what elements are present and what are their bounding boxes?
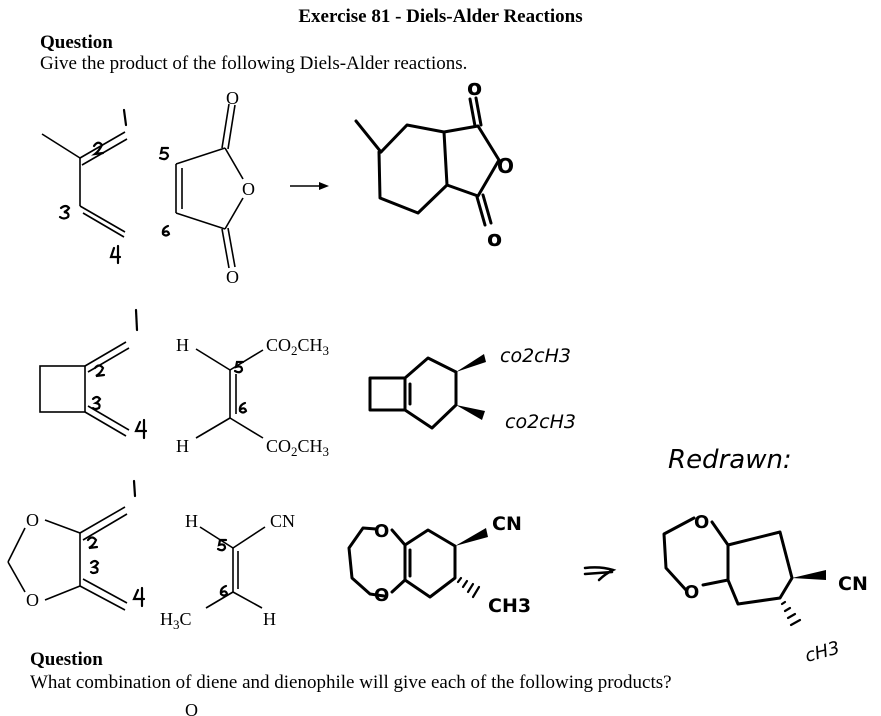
question-prompt-1: Give the product of the following Diels-…	[40, 53, 468, 74]
reaction-3: O O H CN H3C H O	[7, 479, 868, 667]
redrawn-cn-label: CN	[838, 573, 868, 595]
question-heading-1: Question	[40, 32, 113, 53]
question-heading-2: Question	[30, 649, 103, 670]
redrawn-ch3-label: cH3	[803, 638, 842, 667]
dimethyl-maleate-h-top: H	[176, 335, 189, 355]
dimethyl-maleate-h-bottom: H	[176, 436, 189, 456]
reaction-1: O O O o O o	[41, 76, 514, 287]
redrawn-product-structure	[662, 516, 794, 606]
hash-bond-ch3	[456, 576, 481, 599]
handwritten-numbers-1b	[158, 146, 171, 237]
handwritten-numbers-3b	[216, 538, 229, 597]
maleic-anhydride-o-ring: O	[242, 179, 255, 199]
cutoff-structure-o: O	[185, 700, 198, 716]
product-1-o-ring: O	[497, 154, 514, 178]
diene-3-o-top: O	[26, 510, 39, 530]
methylenedioxy-diene-structure	[7, 506, 128, 611]
diene-3-o-bottom: O	[26, 590, 39, 610]
question-prompt-2: What combination of diene and dienophile…	[30, 672, 672, 693]
reaction-arrow-1	[290, 182, 329, 190]
product-2-ester-top-label: co2cH3	[500, 345, 571, 367]
maleic-anhydride-o-top: O	[226, 88, 239, 108]
crotononitrile-h3c: H3C	[160, 609, 192, 632]
product-1-o-bottom: o	[487, 227, 502, 252]
handwritten-numbers-3	[86, 479, 146, 608]
product-1-structure	[354, 96, 501, 227]
redrawn-label: Redrawn:	[668, 445, 792, 475]
dimethylenecyclobutane-structure	[39, 341, 130, 437]
wedge-bond-ester-top	[456, 354, 486, 372]
redrawn-o-top: O	[694, 512, 709, 533]
product-2-ester-bottom-label: co2cH3	[505, 411, 576, 433]
crotononitrile-cn: CN	[270, 511, 295, 531]
redrawn-o-bottom: O	[684, 582, 699, 603]
redraw-arrow	[583, 566, 617, 582]
isoprene-structure	[41, 131, 128, 238]
crotononitrile-h-bottom: H	[263, 609, 276, 629]
reaction-2: H CO2CH3 H CO2CH3 co2cH3 co2cH3	[39, 308, 576, 459]
product-1-o-top: o	[467, 76, 482, 101]
handwritten-numbers-2	[91, 308, 148, 440]
page-title: Exercise 81 - Diels-Alder Reactions	[298, 6, 583, 27]
maleic-anhydride-o-bottom: O	[226, 267, 239, 287]
product-3-cn-label: CN	[492, 513, 522, 535]
product-3-structure	[347, 526, 457, 599]
product-3-ch3-label: CH3	[488, 595, 531, 617]
product-3-o-top: O	[374, 521, 389, 542]
product-2-structure	[368, 356, 458, 430]
handwritten-numbers-2b	[233, 360, 248, 414]
wedge-bond-ester-bottom	[456, 405, 485, 420]
handwritten-numbers-1	[58, 108, 128, 265]
crotononitrile-structure	[199, 526, 266, 609]
redrawn-hash-bond-ch3	[780, 600, 802, 627]
product-3-o-bottom: O	[374, 585, 389, 606]
crotononitrile-h-top: H	[185, 511, 198, 531]
dimethyl-maleate-ester-bottom: CO2CH3	[266, 436, 329, 459]
maleic-anhydride-structure	[175, 103, 244, 269]
dimethyl-maleate-ester-top: CO2CH3	[266, 335, 329, 358]
redrawn-wedge-bond-cn	[792, 570, 826, 580]
wedge-bond-cn	[455, 528, 488, 546]
dimethyl-maleate-structure	[195, 348, 264, 439]
